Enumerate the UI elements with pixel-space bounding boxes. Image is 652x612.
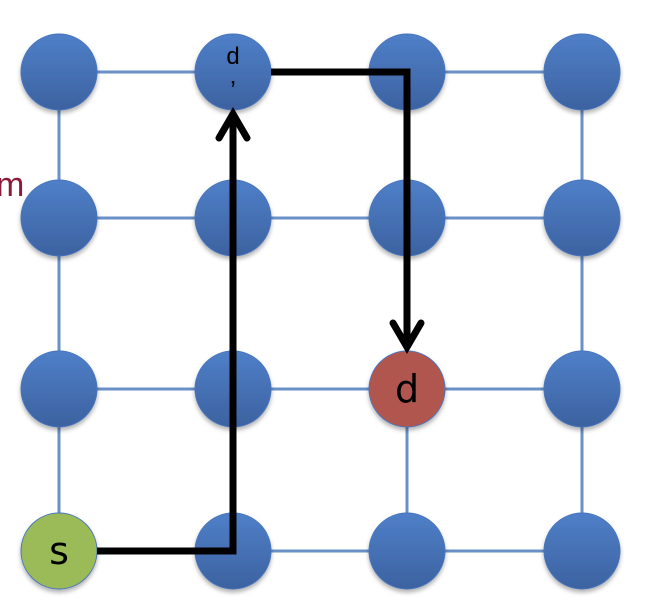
arrowhead-up-icon	[215, 107, 251, 142]
route-path-segment	[97, 114, 237, 555]
grid-node	[20, 179, 98, 257]
route-path-segment	[271, 68, 411, 347]
grid-node	[543, 512, 621, 590]
node-label: d	[226, 43, 239, 70]
node-label: d	[395, 367, 419, 411]
node-sublabel: ’	[230, 75, 236, 105]
arrowhead-down-icon	[389, 319, 425, 354]
grid-node	[543, 350, 621, 428]
grid-node	[543, 179, 621, 257]
grid-node	[543, 33, 621, 111]
side-label: m	[0, 166, 25, 204]
grid-node	[368, 512, 446, 590]
node-label: s	[49, 529, 69, 573]
grid-node	[20, 33, 98, 111]
grid-node	[20, 350, 98, 428]
